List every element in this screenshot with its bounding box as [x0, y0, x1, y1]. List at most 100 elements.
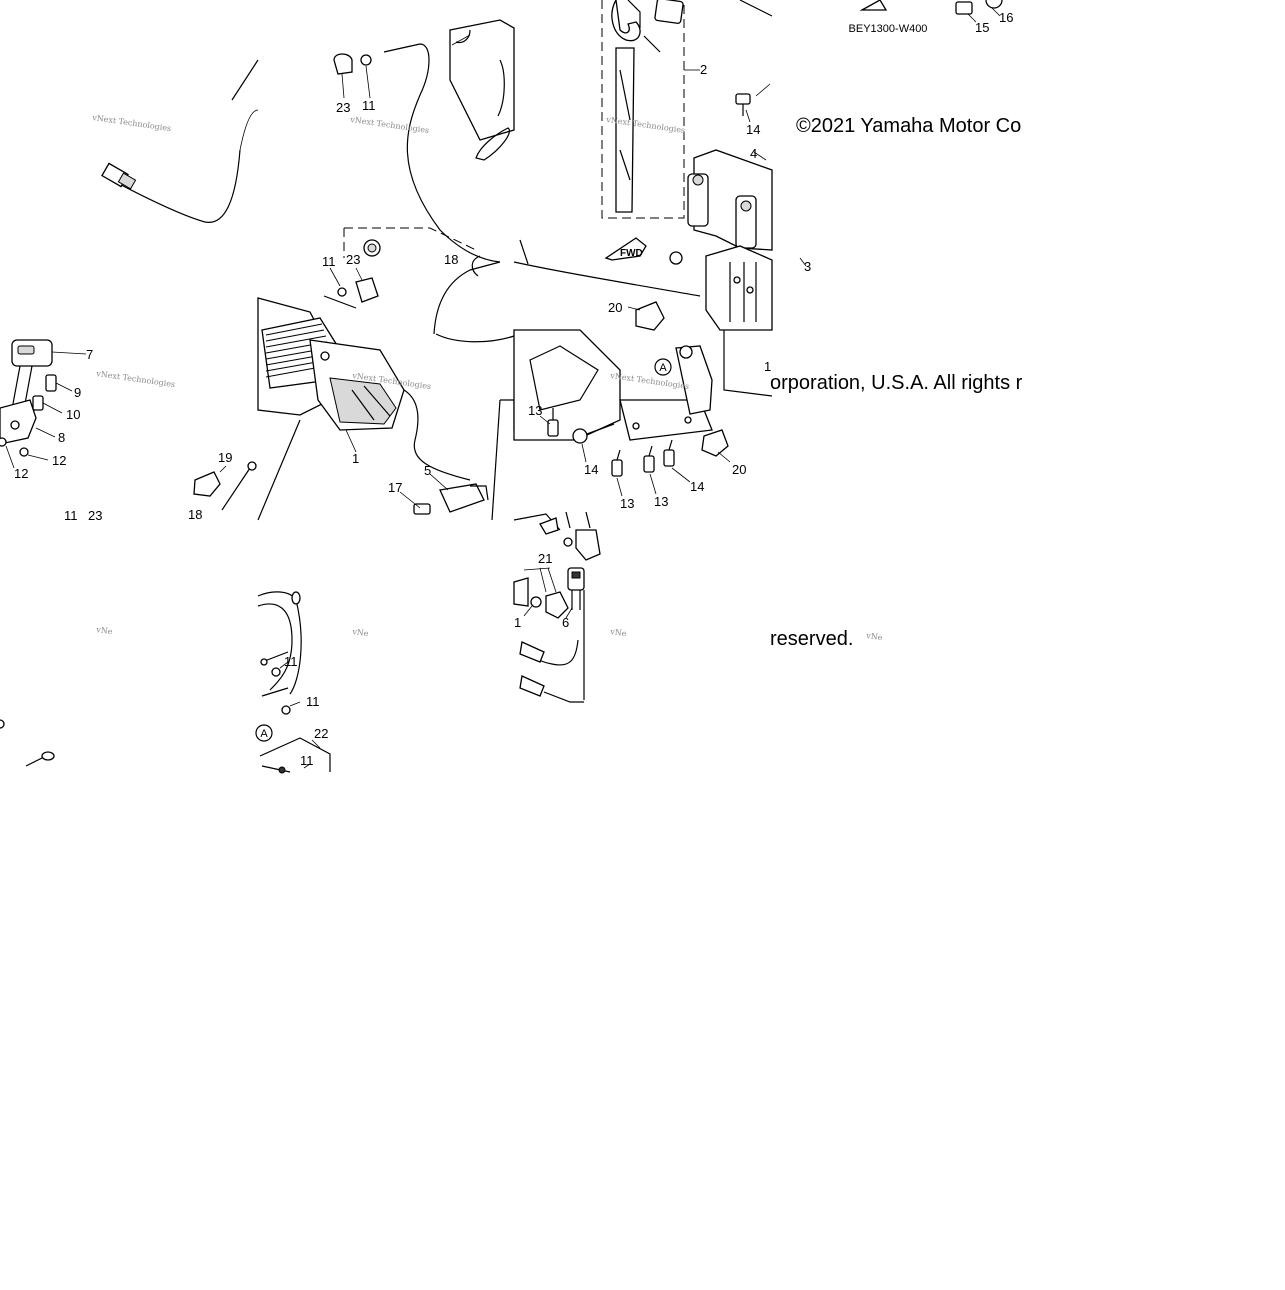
callout-6: 6: [562, 615, 569, 630]
watermark-2: vNext Technologies: [349, 115, 430, 135]
callout-12-b: 12: [14, 466, 28, 481]
tile-right-upper: FWD A: [513, 0, 807, 497]
watermark-partial-1: vNe: [95, 625, 114, 636]
fwd-arrow: FWD: [604, 237, 647, 261]
screw-12a: [19, 447, 29, 457]
tile-right-lower: [513, 511, 601, 703]
bolt-13-b: [611, 449, 623, 477]
nut-11-top: [360, 54, 372, 66]
terminal-cover-23-top: [333, 53, 353, 75]
callout-22: 22: [314, 726, 328, 741]
callout-23-mid: 23: [346, 252, 360, 267]
winch-motor-top: [449, 19, 515, 141]
callout-18-mid: 18: [444, 252, 458, 267]
watermark-partial-2: vNe: [351, 627, 370, 638]
bolt-14-top: [735, 93, 751, 116]
winch-assembly-1: [257, 297, 405, 431]
callout-23-top: 23: [336, 100, 350, 115]
winch-mount-plate: [513, 329, 713, 441]
bolt-14-a: [572, 423, 615, 444]
nut-11-mid: [337, 287, 347, 297]
copyright-fragment-2: orporation, U.S.A. All rights r: [770, 372, 1023, 394]
callout-7: 7: [86, 347, 93, 362]
callout-1-right: 1: [764, 359, 771, 374]
callouts: 2 15 16 23 11 14 4 3 11 23 18 20 7 1 9 1…: [14, 10, 1013, 768]
callout-21: 21: [538, 551, 552, 566]
copyright-fragment-3: reserved.: [770, 628, 853, 650]
collar-10: [32, 395, 44, 411]
callout-13-a: 13: [528, 403, 542, 418]
callout-11-mid: 11: [322, 254, 336, 269]
diagram-code: BEY1300-W400: [849, 23, 928, 35]
clamp-20-top: [635, 301, 665, 331]
ref-marker-a-top-label: A: [659, 362, 667, 374]
tile-center-upper: [257, 19, 515, 521]
nut-1-lower: [530, 596, 542, 608]
callout-16: 16: [999, 10, 1013, 25]
winch-hook: [611, 0, 684, 213]
callout-11-lower-a: 11: [284, 654, 298, 669]
bolt-15: [955, 1, 973, 15]
callout-11-left: 11: [64, 508, 78, 523]
handlebar-cable: [107, 149, 241, 223]
clamp-20-bottom: [701, 429, 729, 457]
callout-14-b: 14: [690, 479, 704, 494]
ref-marker-a-bottom-label: A: [260, 728, 268, 740]
callout-5: 5: [424, 463, 431, 478]
callout-8: 8: [58, 430, 65, 445]
bolt-9: [45, 374, 57, 392]
nut-11-lower-a: [271, 667, 281, 677]
nut-21: [563, 537, 573, 547]
callout-4: 4: [750, 146, 757, 161]
callout-23-left: 23: [88, 508, 102, 523]
ref-marker-a-bottom: [255, 724, 273, 742]
fwd-label: FWD: [620, 248, 643, 259]
callout-1-winch: 1: [352, 451, 359, 466]
callout-1-lower: 1: [514, 615, 521, 630]
watermark-6: vNext Technologies: [609, 371, 690, 391]
callout-19: 19: [218, 450, 232, 465]
watermark-1: vNext Technologies: [91, 113, 172, 133]
callout-14-top: 14: [746, 122, 760, 137]
connector-6: [567, 567, 585, 610]
tile-center-lower: A: [255, 591, 331, 774]
callout-20-bottom: 20: [732, 462, 746, 477]
callout-12-a: 12: [52, 453, 66, 468]
callout-11-lower-b: 11: [306, 694, 320, 709]
callout-3: 3: [804, 259, 811, 274]
callout-11-lower-c: 11: [300, 753, 314, 768]
bolt-13-c: [643, 445, 655, 473]
winch-switch-assembly: [0, 339, 53, 445]
watermark-4: vNext Technologies: [95, 369, 176, 389]
callout-13-b: 13: [620, 496, 634, 511]
terminal-cover-23-mid: [355, 277, 379, 303]
tile-left-upper: [0, 59, 259, 511]
winch-contactor: [687, 149, 773, 397]
callout-13-c: 13: [654, 494, 668, 509]
callout-10: 10: [66, 407, 80, 422]
clamp-19: [193, 471, 221, 497]
callout-15: 15: [975, 20, 989, 35]
connector-plug: [101, 162, 137, 190]
callout-14-a: 14: [584, 462, 598, 477]
callout-17: 17: [388, 480, 402, 495]
tile-far-right-top: BEY1300-W400: [849, 0, 1003, 35]
ref-marker-a-top: [654, 358, 672, 376]
watermark-partial-3: vNe: [609, 627, 628, 638]
bolt-13-a: [547, 408, 559, 437]
watermark-partial-4: vNe: [865, 631, 884, 642]
bolt-14-b: [663, 439, 675, 467]
callout-18-left: 18: [188, 507, 202, 522]
nut-11-lower-b: [281, 705, 291, 715]
callout-9: 9: [74, 385, 81, 400]
bracket-5: [439, 483, 489, 513]
tile-left-lower: [0, 719, 55, 767]
grommet: [363, 239, 381, 257]
callout-11-top: 11: [362, 98, 376, 113]
callout-20-top: 20: [608, 300, 622, 315]
copyright-fragment-1: ©2021 Yamaha Motor Co: [796, 115, 1021, 137]
screw-12b: [0, 437, 7, 447]
callout-2: 2: [700, 62, 707, 77]
